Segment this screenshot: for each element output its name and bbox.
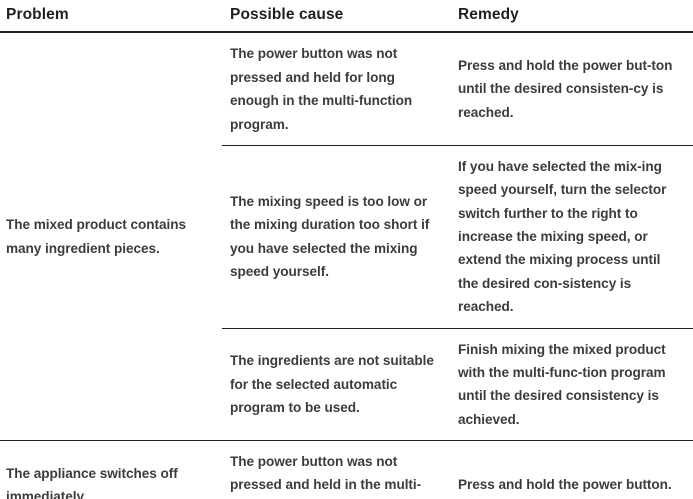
column-header-possible-cause: Possible cause — [222, 0, 450, 34]
cell-remedy: If you have selected the mix-ing speed y… — [450, 144, 693, 328]
column-header-remedy: Remedy — [450, 0, 693, 34]
table-row: The mixing speed is too low or the mixin… — [0, 144, 693, 328]
cell-possible-cause: The power button was not pressed and hel… — [222, 439, 450, 499]
cell-possible-cause: The mixing speed is too low or the mixin… — [222, 144, 450, 328]
table-body: The mixed product contains many ingredie… — [0, 32, 693, 499]
table-header: Problem Possible cause Remedy — [0, 0, 693, 34]
cell-remedy: Press and hold the power but-ton until t… — [458, 58, 673, 120]
cell-problem: The mixed product contains many ingredie… — [6, 217, 186, 256]
cell-remedy: Press and hold the power button. — [450, 439, 693, 499]
table-row: The appliance switches off immediately. … — [0, 439, 693, 499]
cell-possible-cause: The power button was not pressed and hel… — [230, 46, 413, 132]
column-header-problem: Problem — [0, 0, 222, 34]
table-row: The ingredients are not suitable for the… — [0, 327, 693, 441]
cell-remedy: Finish mixing the mixed product with the… — [450, 327, 693, 441]
cell-possible-cause: The ingredients are not suitable for the… — [222, 327, 450, 441]
table-header-row: Problem Possible cause Remedy — [0, 0, 693, 34]
table-row: The mixed product contains many ingredie… — [0, 32, 693, 255]
cell-problem: The appliance switches off immediately. — [0, 439, 222, 499]
